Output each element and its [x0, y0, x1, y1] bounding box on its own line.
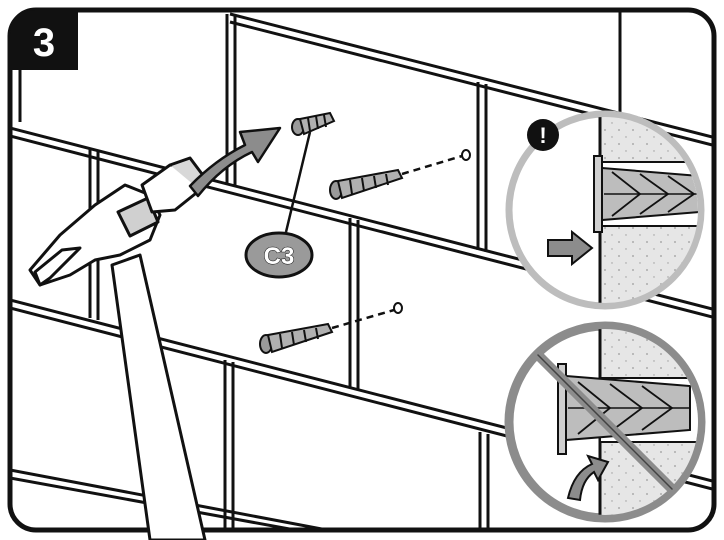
step-number: 3	[33, 21, 55, 65]
step-badge: 3	[10, 10, 78, 70]
detail-incorrect	[504, 321, 706, 523]
wall-plug-lower	[259, 322, 334, 354]
part-label: C3	[264, 243, 295, 270]
warning-icon: !	[527, 119, 559, 151]
wall-plug-small	[291, 111, 336, 136]
wall-plug-icon	[259, 111, 404, 354]
arrow-icon	[188, 126, 282, 198]
hammer-icon	[28, 156, 207, 540]
detail-correct: !	[505, 110, 705, 310]
part-callout: C3	[244, 131, 314, 279]
prohibited-icon	[533, 350, 677, 494]
panel-frame	[7, 7, 717, 533]
wall-plug-upper	[329, 168, 404, 200]
warning-symbol: !	[539, 123, 546, 148]
drill-hole-icon	[331, 149, 471, 330]
